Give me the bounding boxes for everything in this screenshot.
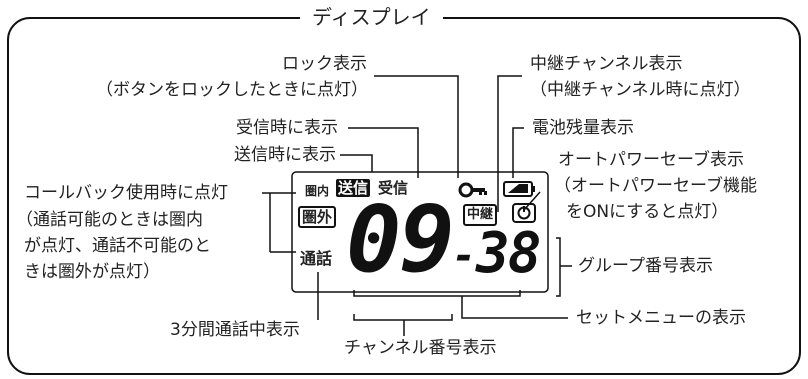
send-label: 送信時に表示 — [234, 145, 336, 165]
group-label: グループ番号表示 — [578, 256, 713, 276]
callback-title: コールバック使用時に点灯 — [24, 183, 228, 203]
lcd-calling: 通話 — [300, 249, 333, 268]
channel-label: チャンネル番号表示 — [344, 338, 497, 358]
callback-desc-1: （通話可能のときは圏内 — [16, 210, 203, 230]
lcd-dash: - — [452, 233, 476, 279]
lock-title: ロック表示 — [282, 54, 367, 74]
lock-desc: （ボタンをロックしたときに点灯） — [96, 80, 368, 100]
power-icon — [512, 203, 536, 223]
autopower-title: オートパワーセーブ表示 — [558, 150, 744, 170]
lcd-send: 送信 — [336, 179, 371, 197]
callback-desc-3: きは圏外が点灯） — [24, 262, 160, 282]
call3min-label: 3分間通話中表示 — [170, 320, 300, 340]
autopower-desc-1: （オートパワーセーブ機能 — [554, 176, 757, 196]
diagram-title: ディスプレイ — [300, 4, 443, 30]
battery-icon — [503, 181, 535, 197]
lcd-receive: 受信 — [378, 179, 409, 197]
setmenu-label: セットメニューの表示 — [576, 308, 746, 328]
lcd-in-range: 圏内 — [305, 184, 330, 198]
callback-desc-2: が点灯、通話不可能のと — [24, 236, 211, 256]
lcd-relay: 中継 — [463, 204, 498, 226]
relay-desc: （中継チャンネル時に点灯） — [530, 80, 751, 100]
lcd-frame — [291, 171, 549, 293]
key-icon — [458, 182, 487, 198]
lcd-group-digits: 38 — [476, 221, 541, 286]
lcd-out-range: 圏外 — [298, 206, 337, 228]
relay-title: 中継チャンネル表示 — [530, 54, 683, 74]
autopower-desc-2: をONにすると点灯） — [566, 202, 729, 222]
receive-label: 受信時に表示 — [236, 118, 338, 138]
lcd-channel-digits: 09 — [346, 186, 455, 293]
battery-label: 電池残量表示 — [532, 118, 634, 138]
